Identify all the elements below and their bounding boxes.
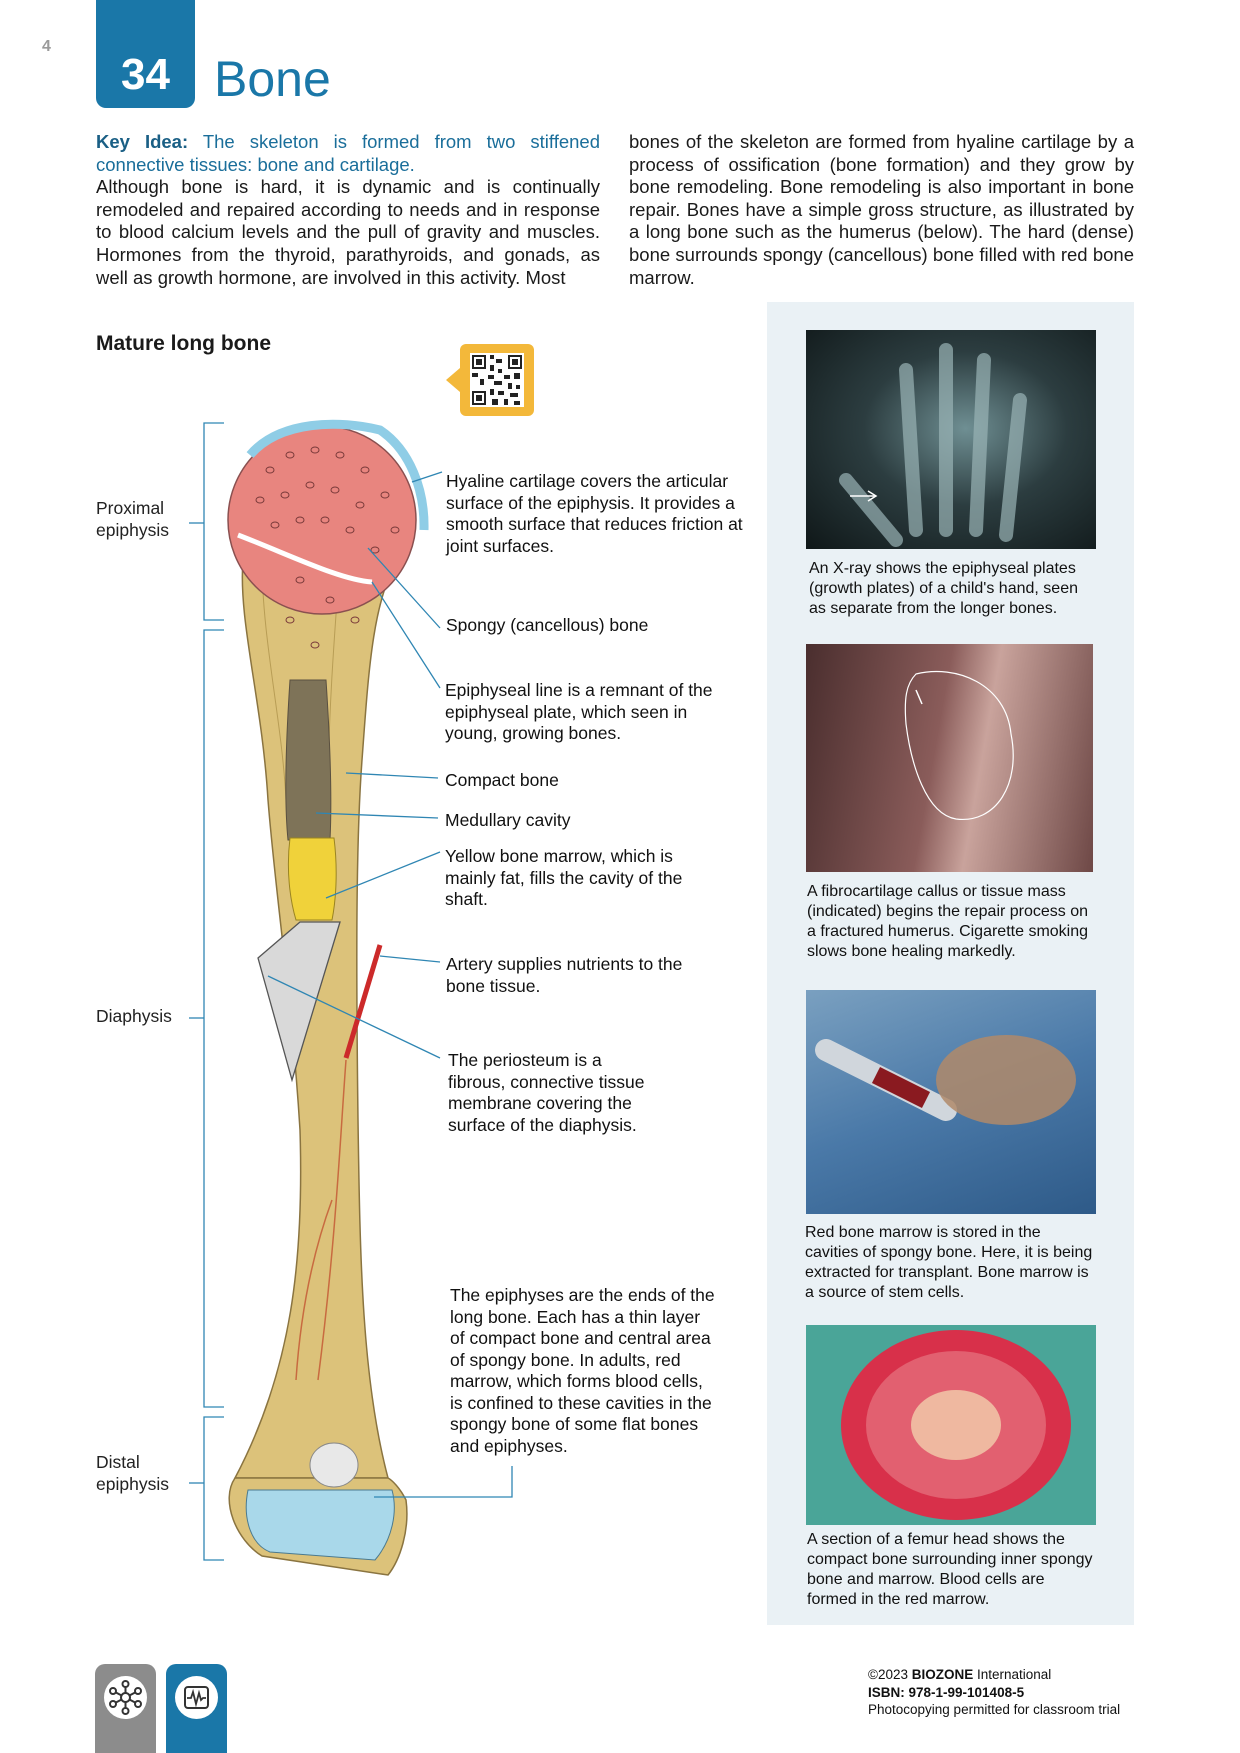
qr-code-icon [470,353,524,407]
page-number: 4 [42,38,51,55]
label-epiphyseal-line: Epiphyseal line is a remnant of the epip… [445,680,713,743]
key-idea-text: The skeleton is formed from two stiffene… [96,131,600,175]
diagram-title: Mature long bone [96,332,271,355]
label-hyaline-cartilage: Hyaline cartilage covers the articular s… [446,471,743,556]
xray-fracture-photo [806,644,1093,872]
femur-head-photo [806,1325,1096,1525]
yellow-marrow [287,837,337,921]
leader-lines [267,471,513,1498]
network-icon [109,1680,142,1715]
caption-femur-head: A section of a femur head shows the comp… [807,1531,1093,1608]
label-epiphyses: The epiphyses are the ends of the long b… [450,1285,715,1456]
marrow-extraction-photo [806,990,1096,1214]
chapter-number-box [96,0,195,108]
brand-name: BIOZONE [911,1667,974,1682]
label-distal-epiphysis: Distal epiphysis [96,1452,169,1494]
femur-section-sketch [841,1330,1071,1520]
caption-xray-hand: An X-ray shows the epiphyseal plates (gr… [809,560,1078,617]
copyright-line: ©2023 BIOZONE International [868,1667,1052,1682]
xray-hand-photo [806,330,1096,549]
label-compact-bone: Compact bone [445,770,559,790]
hyaline-cartilage-bottom [245,1489,395,1561]
qr-pointer [446,368,460,392]
xray-hand-sketch [839,343,1027,547]
label-proximal-epiphysis: Proximal epiphysis [96,498,169,540]
fracture-callus-outline [904,670,1014,820]
photocopy-note: Photocopying permitted for classroom tri… [868,1702,1121,1717]
label-medullary-cavity: Medullary cavity [445,810,571,830]
intro-column-right: bones of the skeleton are formed from hy… [629,131,1134,288]
periosteum-flap [257,921,341,1083]
qr-code-badge[interactable] [460,344,534,416]
label-artery: Artery supplies nutrients to the bone ti… [446,954,683,996]
hyaline-cartilage-top [246,419,429,531]
label-periosteum: The periosteum is a fibrous, connective … [448,1050,645,1135]
caption-marrow: Red bone marrow is stored in the cavitie… [805,1224,1093,1301]
syringe-sketch [815,1035,1076,1125]
intro-column-left: Key Idea: The skeleton is formed from tw… [96,131,600,289]
medullary-cavity [285,679,332,841]
intro-text-left: Although bone is hard, it is dynamic and… [96,176,600,288]
label-yellow-marrow: Yellow bone marrow, which is mainly fat,… [445,846,683,909]
key-idea-label: Key Idea: [96,131,189,152]
footer: ©2023 BIOZONE International ISBN: 978-1-… [868,1666,1120,1719]
artery [343,944,383,1059]
label-diaphysis: Diaphysis [96,1006,172,1026]
isbn: ISBN: 978-1-99-101408-5 [868,1684,1025,1700]
tab-network[interactable] [95,1664,156,1753]
label-spongy-bone: Spongy (cancellous) bone [446,615,649,635]
tab-waveform[interactable] [166,1664,227,1753]
chapter-title: Bone [214,51,331,107]
waveform-icon [184,1686,209,1709]
chapter-number: 34 [121,50,170,99]
caption-fracture: A fibrocartilage callus or tissue mass (… [807,883,1089,960]
region-brackets [189,422,224,1561]
spongy-bone-pattern [255,446,400,649]
